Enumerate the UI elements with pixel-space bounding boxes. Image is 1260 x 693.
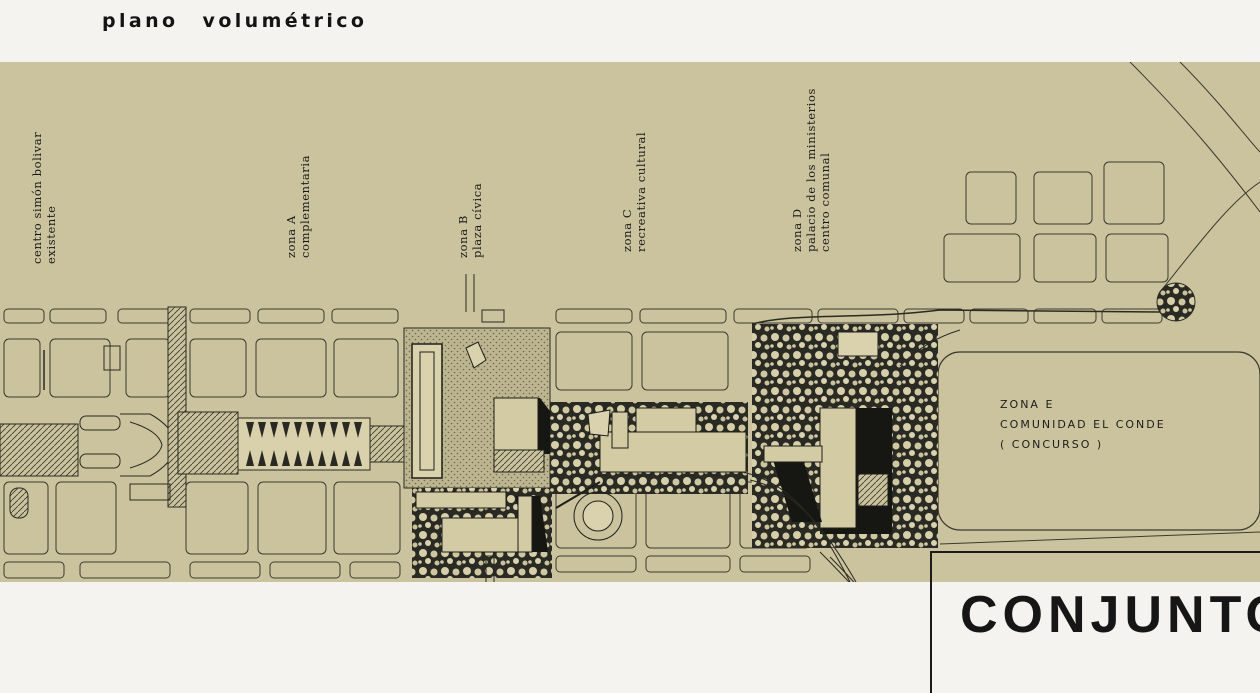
label-zone-c: zona C recreativa cultural bbox=[620, 131, 648, 252]
vertical-avenue bbox=[167, 306, 187, 508]
site-plan: centro simón bolivar existente zona A co… bbox=[0, 62, 1260, 582]
label-zone-b: zona B plaza cívica bbox=[456, 182, 484, 258]
zone-a-colonnade bbox=[237, 417, 371, 471]
label-zone-d: zona D palacio de los ministerios centro… bbox=[790, 87, 832, 252]
label-existing-centre: centro simón bolivar existente bbox=[30, 131, 58, 264]
conjunto-heading: CONJUNTO bbox=[960, 586, 1260, 644]
label-zone-e: ZONA E COMUNIDAD EL CONDE ( CONCURSO ) bbox=[1000, 398, 1166, 451]
title-frame bbox=[930, 551, 1260, 693]
existing-centre bbox=[0, 423, 79, 477]
label-zone-a: zona A complementaria bbox=[284, 154, 312, 258]
street-grid bbox=[3, 62, 1260, 579]
site-plan-drawing bbox=[0, 62, 1260, 582]
page-title: plano volumétrico bbox=[102, 10, 368, 32]
